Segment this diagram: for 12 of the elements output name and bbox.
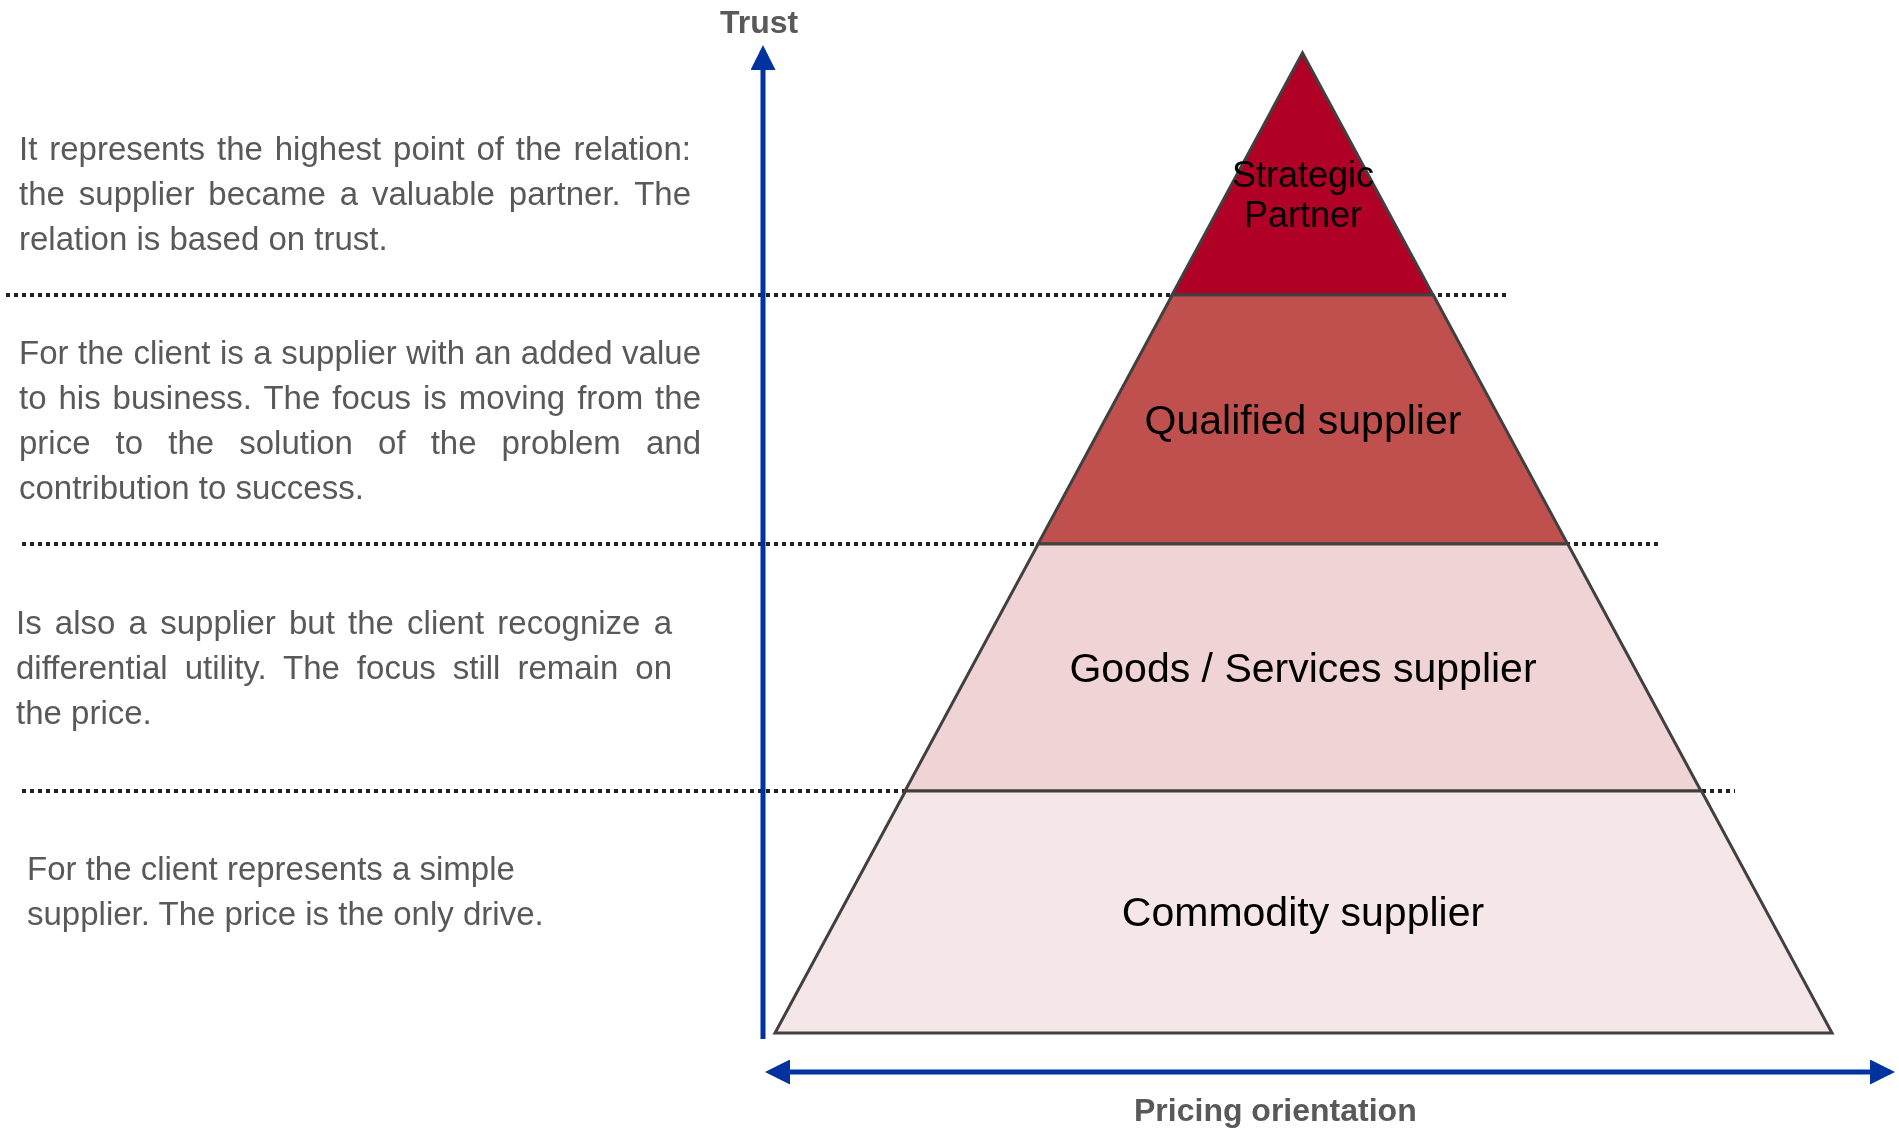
- pyramid-tier: [905, 544, 1701, 791]
- description-text: For the client represents a simple supplier. The price is the only drive.: [27, 849, 545, 934]
- description-text: It represents the highest point of the relation: the supplier became a valuable partner. The relation is based on trust.: [19, 129, 691, 259]
- tier-label: Commodity supplier: [1120, 888, 1486, 937]
- tier-label: Goods / Services supplier: [1068, 643, 1538, 693]
- pyramid-tier: [774, 791, 1832, 1033]
- description-text: Is also a supplier but the client recognize a differential utility. The focus still remain on the price.: [16, 603, 672, 733]
- axis-title: Trust: [720, 4, 799, 41]
- pyramid-tier: [1038, 295, 1568, 544]
- tier-label: Qualified supplier: [1143, 395, 1463, 445]
- description-text: For the client is a supplier with an added value to his business. The focus is moving from the price to the solution of the problem and contribution to success.: [19, 333, 701, 508]
- axis-title: Pricing orientation: [1134, 1092, 1417, 1129]
